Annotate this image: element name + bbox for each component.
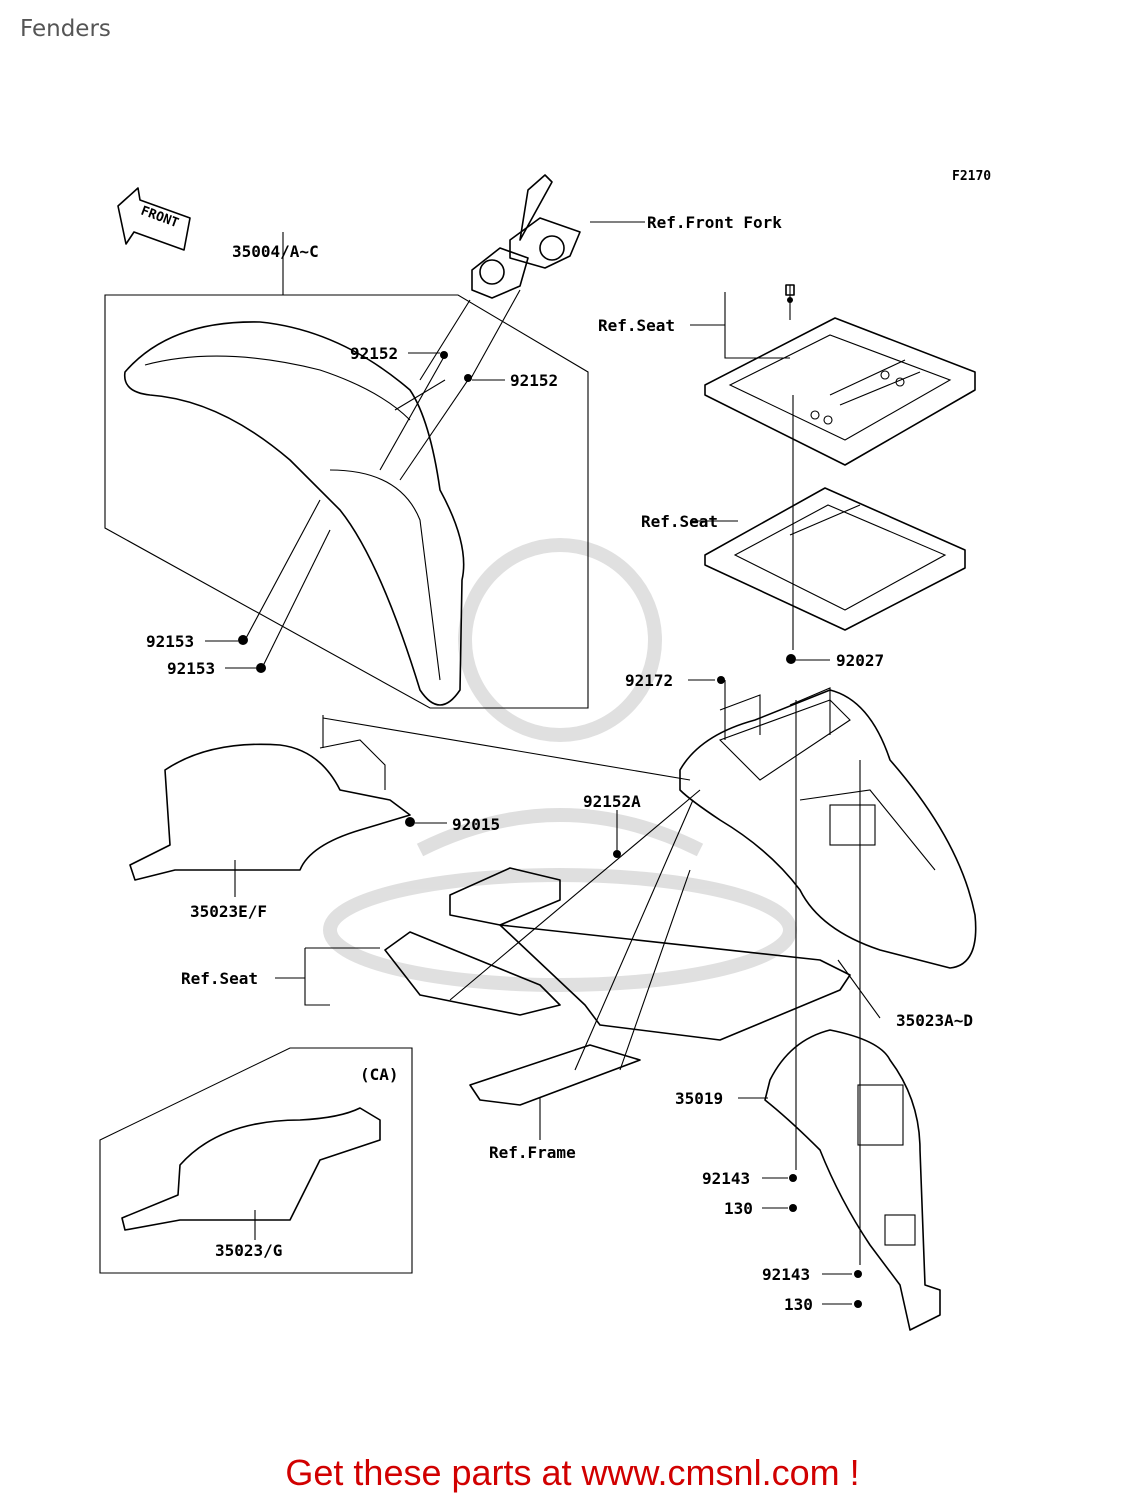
- label-ref-seat-left: Ref.Seat: [181, 969, 258, 988]
- label-35004: 35004/A~C: [232, 242, 319, 261]
- footer-site-link[interactable]: www.cmsnl.com: [581, 1452, 840, 1493]
- leader-lines: [205, 352, 505, 669]
- label-35023G: 35023/G: [215, 1241, 282, 1260]
- promo-footer: Get these parts at www.cmsnl.com !: [0, 1452, 1145, 1494]
- front-fender-group-box: [104, 294, 589, 709]
- diagram-code: F2170: [952, 169, 991, 184]
- label-ca: (CA): [360, 1065, 399, 1084]
- ca-variant-box: [99, 1047, 413, 1274]
- label-92143-a: 92143: [702, 1169, 750, 1188]
- rear-fender-main: [679, 680, 977, 1019]
- label-130-b: 130: [784, 1295, 813, 1314]
- label-35023AD: 35023A~D: [896, 1011, 973, 1030]
- front-arrow-icon: FRONT: [117, 187, 191, 251]
- label-92143-b: 92143: [762, 1265, 810, 1284]
- label-35019: 35019: [675, 1089, 723, 1108]
- footer-suffix: !: [839, 1452, 860, 1493]
- watermark-logo: [323, 538, 797, 992]
- rear-subframe: [275, 700, 861, 1265]
- front-fork-assembly: [471, 174, 645, 299]
- rear-fender-35019: [688, 659, 941, 1331]
- label-92153-a: 92153: [146, 632, 194, 651]
- rear-inner-fender-35023EF: [129, 715, 691, 897]
- footer-prefix: Get these parts at: [285, 1452, 582, 1493]
- seat-pan-upper: [690, 284, 976, 466]
- label-ref-front-fork: Ref.Front Fork: [647, 213, 782, 232]
- label-92153-b: 92153: [167, 659, 215, 678]
- label-92172: 92172: [625, 671, 673, 690]
- label-35023EF: 35023E/F: [190, 902, 267, 921]
- front-fender: [123, 289, 521, 706]
- label-ref-frame: Ref.Frame: [489, 1143, 576, 1162]
- label-92152A: 92152A: [583, 792, 641, 811]
- seat-pan-lower: [690, 395, 966, 650]
- label-ref-seat-top: Ref.Seat: [598, 316, 675, 335]
- label-92015: 92015: [452, 815, 500, 834]
- label-92027: 92027: [836, 651, 884, 670]
- label-92152-b: 92152: [510, 371, 558, 390]
- page-title: Fenders: [20, 16, 111, 42]
- label-92152-a: 92152: [350, 344, 398, 363]
- fasteners: [238, 297, 862, 1308]
- label-ref-seat-mid: Ref.Seat: [641, 512, 718, 531]
- label-130-a: 130: [724, 1199, 753, 1218]
